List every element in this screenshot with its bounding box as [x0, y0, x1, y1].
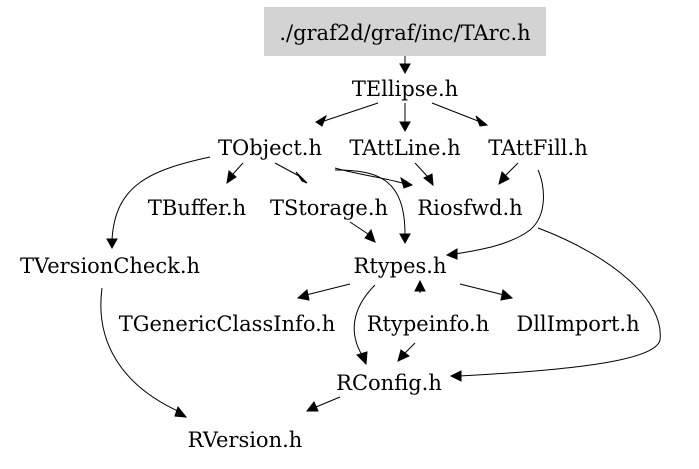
node-rtypeinfo[interactable]: Rtypeinfo.h [367, 312, 489, 336]
node-rtypes[interactable]: Rtypes.h [354, 254, 447, 278]
arrowhead [414, 279, 426, 292]
node-tversioncheck[interactable]: TVersionCheck.h [20, 254, 200, 278]
edge-tellipse-to-tobject [323, 102, 379, 122]
edge-tobject-to-tversioncheck [111, 156, 211, 241]
edge-rconfig-to-rversion [315, 396, 341, 408]
arrowhead [305, 401, 319, 412]
node-label: Rtypes.h [354, 254, 447, 278]
node-tbuffer[interactable]: TBuffer.h [148, 196, 246, 220]
edge-tattline-to-riosfwd [414, 162, 429, 178]
root-node-box [264, 7, 546, 56]
node-label: TGenericClassInfo.h [119, 312, 336, 336]
edge-tversioncheck-to-rversion [100, 287, 181, 413]
node-label: TObject.h [218, 136, 322, 160]
node-label: RConfig.h [336, 371, 442, 395]
node-label: TEllipse.h [352, 77, 458, 101]
arrowhead [498, 171, 510, 185]
node-tattfill[interactable]: TAttFill.h [488, 136, 587, 160]
arrowhead [400, 176, 414, 189]
edge-rtypes-to-rconfig [353, 284, 376, 356]
edge-tellipse-to-tattfill [431, 102, 479, 122]
nodes: ./graf2d/graf/inc/TArc.h TEllipse.h TObj… [20, 7, 640, 452]
node-tstorage[interactable]: TStorage.h [270, 196, 388, 220]
node-rconfig[interactable]: RConfig.h [336, 371, 442, 395]
arrowhead [226, 170, 237, 185]
edge-tobject-to-rtypes [334, 169, 406, 236]
edge-rtypes-to-tgenericclassinfo [305, 283, 351, 296]
node-label: TAttFill.h [488, 136, 587, 160]
node-dllimport[interactable]: DllImport.h [516, 312, 639, 336]
node-label: TVersionCheck.h [20, 254, 200, 278]
node-label: RVersion.h [188, 428, 303, 452]
arrowhead [445, 248, 458, 260]
edge-tattfill-to-rconfig [459, 227, 661, 377]
node-tattline[interactable]: TAttLine.h [349, 136, 460, 160]
edge-tattfill-to-riosfwd [504, 162, 519, 177]
edge-rtypeinfo-to-rconfig [404, 342, 416, 354]
edge-tobject-to-tstorage [274, 162, 300, 177]
node-tellipse[interactable]: TEllipse.h [352, 77, 458, 101]
edge-tstorage-to-rtypes [349, 221, 369, 235]
arrowhead [364, 228, 376, 243]
arrowhead [397, 349, 410, 362]
node-rversion[interactable]: RVersion.h [188, 428, 303, 452]
arrowhead [315, 114, 328, 127]
edge-tobject-to-tbuffer [232, 162, 244, 175]
node-label: Rtypeinfo.h [367, 312, 489, 336]
arrowhead [475, 115, 489, 127]
arrowhead [174, 405, 188, 418]
node-label: TAttLine.h [349, 136, 460, 160]
edges [100, 56, 661, 418]
arrowhead [399, 63, 411, 75]
node-tarc[interactable]: ./graf2d/graf/inc/TArc.h [264, 7, 546, 56]
arrowhead [399, 121, 411, 133]
node-label: TBuffer.h [148, 196, 246, 220]
arrowhead [296, 289, 310, 301]
arrowhead [356, 351, 368, 366]
node-tobject[interactable]: TObject.h [218, 136, 322, 160]
node-riosfwd[interactable]: Riosfwd.h [417, 196, 522, 220]
arrowhead [500, 289, 514, 301]
node-label: DllImport.h [516, 312, 639, 336]
node-label: ./graf2d/graf/inc/TArc.h [279, 21, 530, 45]
arrowhead [449, 370, 462, 382]
edge-rtypes-to-dllimport [459, 283, 505, 296]
node-label: TStorage.h [270, 196, 388, 220]
node-label: Riosfwd.h [417, 196, 522, 220]
edge-tattfill-to-rtypes [454, 169, 544, 255]
arrowhead [295, 171, 308, 184]
arrowhead [106, 238, 118, 250]
arrowhead [399, 233, 411, 245]
arrowhead [423, 173, 434, 187]
node-tgenericclassinfo[interactable]: TGenericClassInfo.h [119, 312, 336, 336]
